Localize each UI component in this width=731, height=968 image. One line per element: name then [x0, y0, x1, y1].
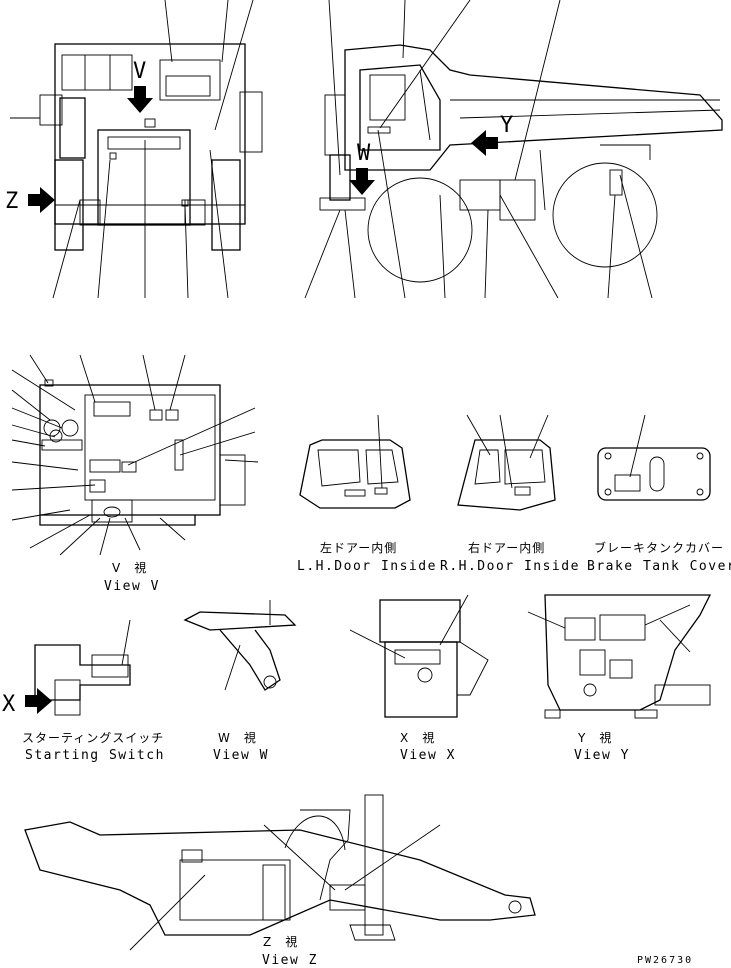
view-x-jp: X 視	[400, 730, 435, 745]
view-v-en: View V	[104, 579, 160, 594]
marker-y: Y	[500, 113, 513, 138]
starting-switch-drawing: X スターティングスイッチ Starting Switch	[2, 619, 165, 763]
marker-v: V	[133, 59, 146, 84]
view-y-drawing: Y 視 View Y	[527, 594, 712, 763]
brake-tank-jp: ブレーキタンクカバー	[594, 540, 724, 555]
view-w-jp: W 視	[218, 730, 257, 745]
view-z-en: View Z	[262, 953, 318, 968]
view-w-en: View W	[213, 748, 269, 763]
rh-door-drawing: 右ドアー内側 R.H.Door Inside	[440, 414, 580, 574]
view-z-drawing: Z 視 View Z	[24, 794, 536, 968]
starting-switch-jp: スターティングスイッチ	[22, 731, 164, 745]
view-v-dashboard: V 視 View V	[11, 354, 259, 594]
marker-z: Z	[5, 189, 18, 214]
front-view-truck: V Z	[5, 0, 263, 299]
lh-door-jp: 左ドアー内側	[320, 540, 397, 555]
marker-w: W	[357, 141, 371, 166]
lh-door-en: L.H.Door Inside	[297, 559, 437, 574]
view-y-jp: Y 視	[577, 730, 612, 745]
view-z-jp: Z 視	[263, 934, 298, 949]
brake-tank-cover-drawing: ブレーキタンクカバー Brake Tank Cover	[587, 414, 731, 574]
rh-door-en: R.H.Door Inside	[440, 559, 580, 574]
rh-door-jp: 右ドアー内側	[468, 540, 545, 555]
drawing-number: PW26730	[637, 955, 693, 966]
side-view-truck: W Y	[304, 0, 723, 299]
view-w-drawing: W 視 View W	[183, 600, 297, 763]
view-v-jp: V 視	[112, 560, 147, 575]
marker-x: X	[2, 692, 16, 717]
view-x-drawing: X 視 View X	[349, 594, 489, 763]
view-x-en: View X	[400, 748, 456, 763]
starting-switch-en: Starting Switch	[25, 748, 165, 763]
view-y-en: View Y	[574, 748, 630, 763]
brake-tank-en: Brake Tank Cover	[587, 559, 731, 574]
lh-door-drawing: 左ドアー内側 L.H.Door Inside	[297, 414, 437, 574]
